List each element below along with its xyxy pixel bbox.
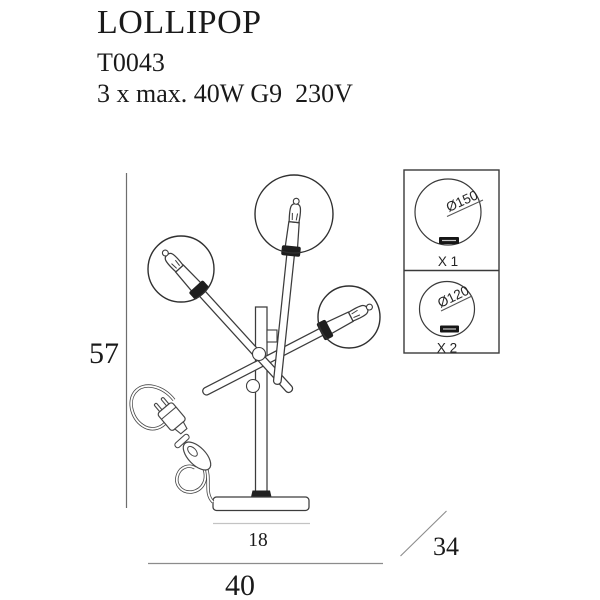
lamp-drawing (147, 174, 381, 512)
lamp-pole (254, 306, 268, 498)
bulb-detail-box: Ø150 X 1 Ø120 X 2 (403, 169, 500, 356)
arm-pivot (251, 346, 267, 362)
arm-pivot (245, 378, 261, 394)
sphere-quantity-label: X 2 (437, 341, 457, 356)
inline-switch (182, 441, 212, 471)
pole-collar (251, 490, 272, 497)
g9-bulb-icon (288, 203, 302, 224)
lamp-arm-top (272, 197, 302, 385)
cord-clamp (174, 433, 190, 449)
power-plug (129, 384, 215, 504)
height-dimension-label: 57 (89, 337, 119, 370)
base-width-dimension-label: 18 (248, 530, 268, 551)
total-width-dimension-label: 40 (225, 569, 255, 600)
sphere-quantity-label: X 1 (438, 254, 458, 269)
model-number: T0043 (97, 48, 165, 77)
glass-sphere-right (317, 285, 381, 349)
height-dimension: 57 (89, 173, 128, 508)
depth-dimension-label: 34 (433, 532, 459, 561)
lamp-arm-left (161, 249, 294, 394)
total-width-dimension: 40 (148, 562, 383, 600)
glass-sphere-left (147, 235, 215, 303)
product-title: LOLLIPOP (97, 4, 262, 41)
bulb-specs: 3 x max. 40W G9 230V (97, 79, 353, 108)
depth-dimension: 34 (400, 510, 459, 561)
pole-bracket (266, 329, 278, 343)
glass-sphere-top (254, 174, 334, 254)
lamp-base (212, 496, 310, 512)
base-width-dimension: 18 (213, 522, 310, 551)
plug-body (153, 397, 188, 435)
